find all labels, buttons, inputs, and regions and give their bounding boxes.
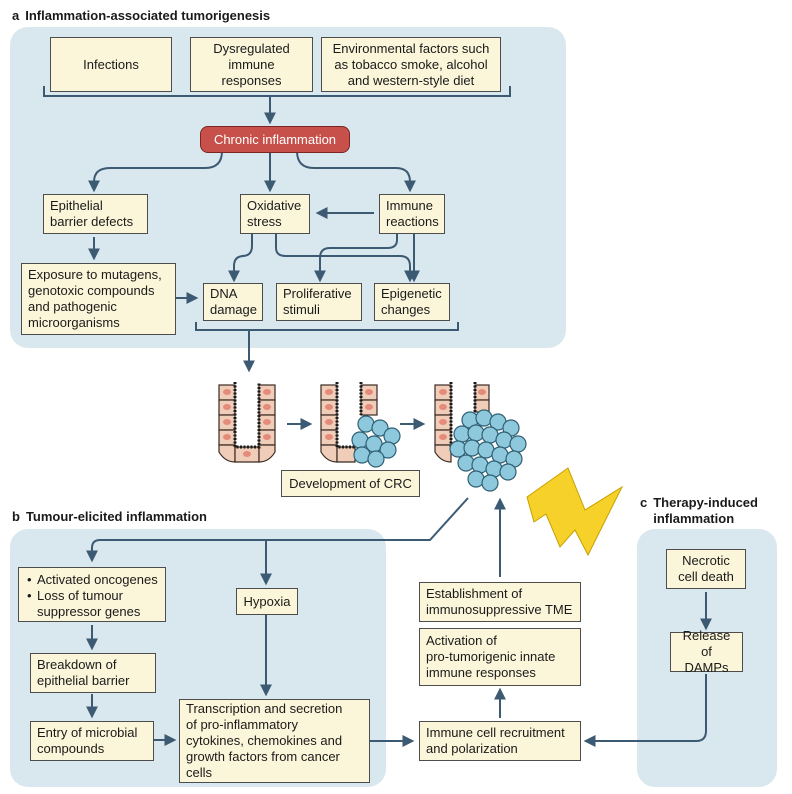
outcomes-bracket xyxy=(195,322,459,331)
arrow-immune-to-proliferative xyxy=(314,233,398,283)
development-of-crc-box: Development of CRC xyxy=(281,470,420,497)
oncogenes-bullet-list: Activated oncogenes Loss of tumour suppr… xyxy=(25,572,158,620)
dysregulated-immune-label: Dysregulated immune responses xyxy=(213,40,290,88)
dna-damage-label: DNA damage xyxy=(210,286,257,317)
arrow-damps-to-recruitment xyxy=(583,674,707,747)
development-of-crc-label: Development of CRC xyxy=(289,476,412,491)
dna-damage-box: DNA damage xyxy=(203,283,263,321)
epigenetic-changes-label: Epigenetic changes xyxy=(381,286,442,317)
panel-a-heading: a Inflammation-associated tumorigenesis xyxy=(12,8,270,24)
chronic-inflammation-box: Chronic inflammation xyxy=(200,126,350,153)
oncogenes-box: Activated oncogenes Loss of tumour suppr… xyxy=(18,567,166,622)
crypt-normal-icon xyxy=(218,382,276,463)
arrow-tumour-to-panel-b xyxy=(86,497,469,563)
panel-a-title: Inflammation-associated tumorigenesis xyxy=(25,8,271,23)
proliferative-stimuli-box: Proliferative stimuli xyxy=(276,283,362,321)
panel-c-title: Therapy-induced inflammation xyxy=(653,495,758,526)
entry-box: Entry of microbial compounds xyxy=(30,721,154,761)
proliferative-stimuli-label: Proliferative stimuli xyxy=(283,286,352,317)
arrow-chronic-to-immune xyxy=(296,150,416,193)
transcription-box: Transcription and secretion of pro-infla… xyxy=(179,699,370,783)
chronic-inflammation-label: Chronic inflammation xyxy=(213,132,337,147)
crypt-advanced-tumour-icon xyxy=(434,382,527,492)
infections-label: Infections xyxy=(83,56,139,72)
epithelial-barrier-box: Epithelial barrier defects xyxy=(43,194,148,234)
recruitment-box: Immune cell recruitment and polarization xyxy=(419,721,581,761)
environmental-factors-label: Environmental factors such as tobacco sm… xyxy=(332,40,490,88)
panel-c-letter: c xyxy=(640,495,648,510)
panel-a-letter: a xyxy=(12,8,20,23)
establishment-label: Establishment of immunosuppressive TME xyxy=(426,586,573,617)
breakdown-box: Breakdown of epithelial barrier xyxy=(30,653,156,693)
dysregulated-immune-box: Dysregulated immune responses xyxy=(190,37,313,92)
exposure-label: Exposure to mutagens, genotoxic compound… xyxy=(28,267,162,330)
panel-b-letter: b xyxy=(12,509,20,524)
lightning-bolt-icon xyxy=(526,467,624,557)
breakdown-label: Breakdown of epithelial barrier xyxy=(37,657,130,688)
release-of-damps-label: Release of DAMPs xyxy=(682,628,731,675)
epithelial-barrier-label: Epithelial barrier defects xyxy=(50,198,134,229)
recruitment-label: Immune cell recruitment and polarization xyxy=(426,725,565,756)
entry-label: Entry of microbial compounds xyxy=(37,725,138,756)
panel-c-heading: c Therapy-induced inflammation xyxy=(640,495,758,527)
causes-bracket xyxy=(43,86,511,97)
environmental-factors-box: Environmental factors such as tobacco sm… xyxy=(321,37,501,92)
hypoxia-box: Hypoxia xyxy=(236,588,298,615)
activation-box: Activation of pro-tumorigenic innate imm… xyxy=(419,628,581,686)
oxidative-stress-box: Oxidative stress xyxy=(240,194,310,234)
necrotic-cell-death-label: Necrotic cell death xyxy=(678,553,734,584)
arrow-oxidative-to-dna xyxy=(228,233,253,283)
bullet-loss-tumour-suppressor: Loss of tumour suppressor genes xyxy=(27,588,158,620)
arrow-chronic-to-epithelial xyxy=(88,150,223,193)
bullet-activated-oncogenes: Activated oncogenes xyxy=(27,572,158,588)
infections-box: Infections xyxy=(50,37,172,92)
immune-reactions-box: Immune reactions xyxy=(379,194,445,234)
oxidative-stress-label: Oxidative stress xyxy=(247,198,302,229)
crypt-early-tumour-icon xyxy=(320,382,401,468)
epigenetic-changes-box: Epigenetic changes xyxy=(374,283,450,321)
hypoxia-label: Hypoxia xyxy=(243,593,291,609)
panel-b-title: Tumour-elicited inflammation xyxy=(25,509,208,524)
release-of-damps-box: Release of DAMPs xyxy=(670,628,743,675)
activation-label: Activation of pro-tumorigenic innate imm… xyxy=(426,633,556,680)
arrow-oxidative-to-epigenetic xyxy=(275,233,416,283)
immune-reactions-label: Immune reactions xyxy=(386,198,439,229)
exposure-box: Exposure to mutagens, genotoxic compound… xyxy=(21,263,176,335)
transcription-label: Transcription and secretion of pro-infla… xyxy=(186,701,343,780)
necrotic-cell-death-box: Necrotic cell death xyxy=(666,549,746,589)
establishment-box: Establishment of immunosuppressive TME xyxy=(419,582,581,622)
panel-b-heading: b Tumour-elicited inflammation xyxy=(12,509,207,525)
